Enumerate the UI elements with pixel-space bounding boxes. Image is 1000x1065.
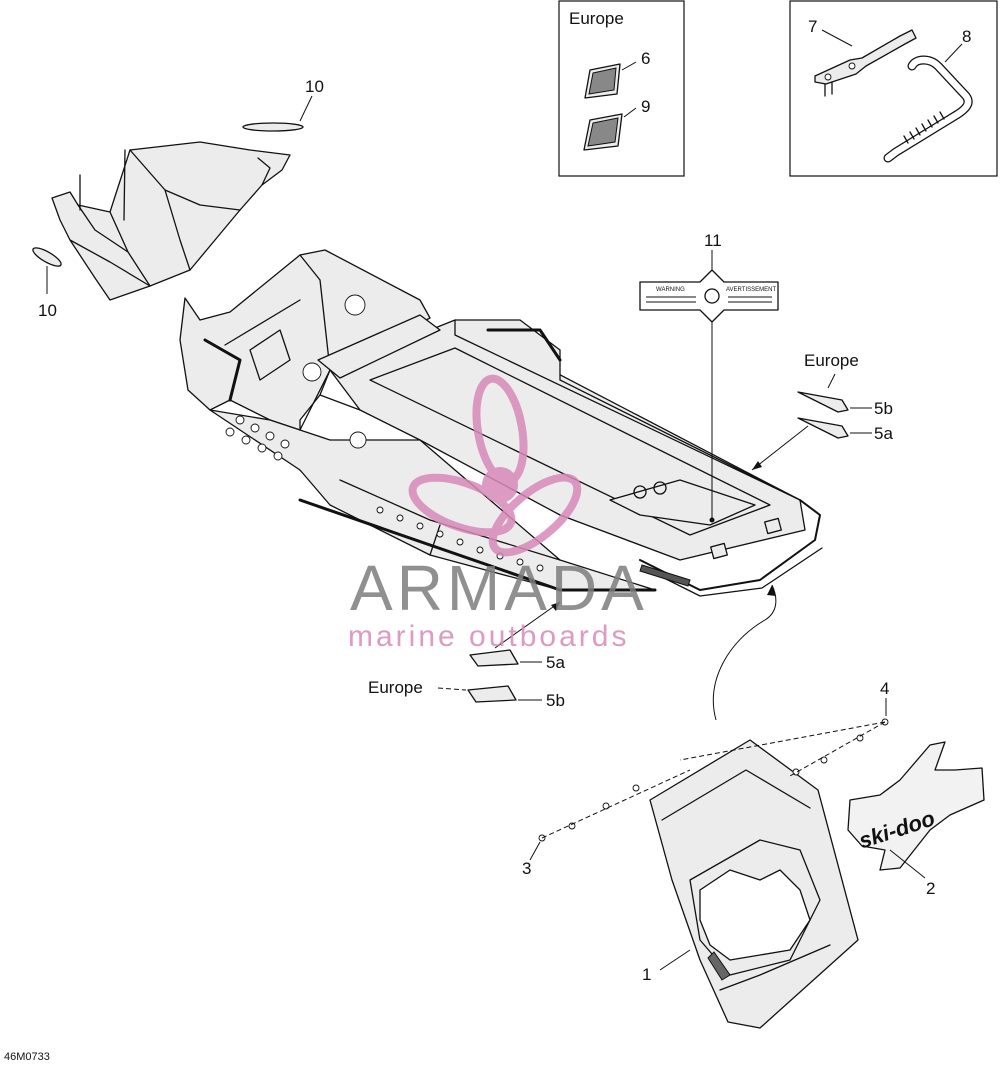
watermark-tagline: marine outboards: [348, 620, 629, 653]
bracket-7: [814, 29, 917, 97]
callout-5b-left: 5b: [546, 691, 565, 710]
front-cover-part: [51, 141, 291, 301]
callout-9: 9: [641, 97, 650, 116]
callout-5a-left: 5a: [546, 653, 565, 672]
fasteners-3: [538, 784, 640, 842]
reflector-10-top: [242, 122, 304, 132]
warning-decal-11: WARNING AVERTISSEMENT: [639, 269, 779, 323]
callout-10-top: 10: [305, 77, 324, 96]
callout-3: 3: [522, 859, 531, 878]
reflector-10-left: [32, 247, 62, 267]
callout-11: 11: [704, 231, 722, 250]
callout-4: 4: [880, 679, 889, 698]
decal-right-heading: AVERTISSEMENT: [726, 287, 776, 293]
watermark-brand: ARMADA: [350, 552, 648, 624]
europe-right-label: Europe: [804, 351, 859, 370]
diagram-code: 46M0733: [4, 1051, 50, 1063]
propeller-icon: [408, 374, 582, 557]
callout-5b-right: 5b: [874, 399, 893, 418]
watermark-logo: ARMADA marine outboards: [348, 374, 648, 653]
reflector-5b-left: [467, 685, 517, 703]
europe-left-label: Europe: [368, 678, 423, 697]
skidoo-decal-2: ski-doo: [847, 741, 985, 871]
callout-7: 7: [808, 17, 817, 36]
reflector-6: [584, 63, 621, 99]
reflector-9: [583, 113, 623, 151]
callout-10-left: 10: [38, 301, 57, 320]
callout-1: 1: [642, 965, 651, 984]
callout-8: 8: [962, 27, 971, 46]
inset-europe-label: Europe: [569, 9, 624, 28]
reflector-5a-left: [469, 649, 519, 667]
fasteners-4: [792, 718, 889, 776]
decal-left-heading: WARNING: [656, 287, 685, 293]
europe-inset-box: Europe 6 9: [558, 0, 685, 177]
callout-5a-right: 5a: [874, 424, 893, 443]
callout-2: 2: [926, 879, 935, 898]
reflector-5a-right: [797, 417, 849, 439]
chassis-frame: [179, 249, 823, 597]
callout-6: 6: [641, 49, 650, 68]
reflector-5b-right: [797, 391, 849, 413]
snow-flap-1: [649, 739, 859, 1029]
hose-8: [883, 55, 973, 163]
hardware-inset-box: 7 8: [789, 0, 998, 177]
